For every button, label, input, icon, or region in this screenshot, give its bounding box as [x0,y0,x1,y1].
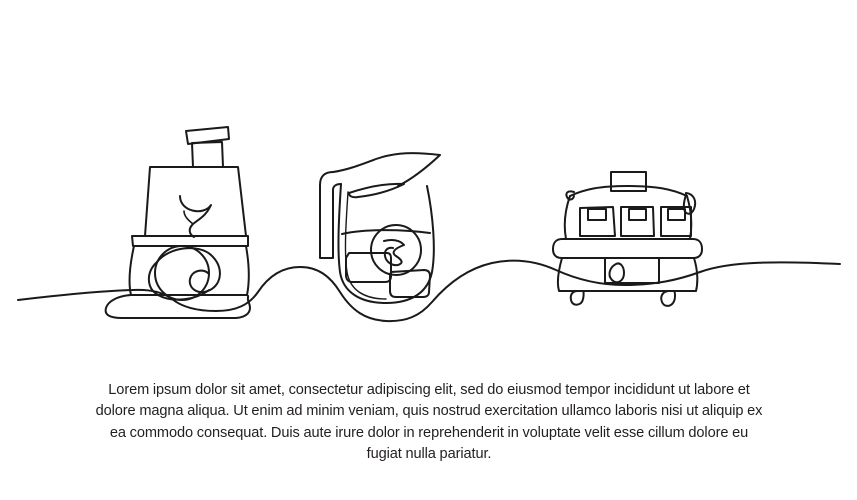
blender-dial-swirl [156,247,221,294]
blender-group [104,126,251,319]
toaster-foot-left [569,290,585,306]
toaster-left-curl [565,190,575,201]
pitcher-body [337,183,435,304]
pitcher-spout-lip [348,182,405,199]
blender-foot [104,294,251,319]
toaster-foot-right [660,290,676,307]
toaster-top-shell [569,185,688,197]
toaster-slot-left-inner [587,208,607,221]
pitcher-lemon-zigzag [383,239,405,267]
blender-dial-leaf [147,261,210,301]
blender-lid-knob [191,141,224,168]
toaster-slot-left [579,206,616,237]
toaster-lower-body [557,257,699,292]
blender-blade-icon [179,195,212,238]
toaster-handle-loop [608,262,625,284]
caption-text: Lorem ipsum dolor sit amet, consectetur … [95,381,763,463]
toaster-slot-center-inner [628,208,647,221]
toaster-slot-right-inner [667,208,686,221]
blender-lid-cap [185,126,230,145]
toaster-right-curl [682,192,697,215]
toaster-slot-right [660,206,692,237]
pitcher-ice-cube-left [345,252,392,283]
toaster-drawer [604,257,660,284]
toaster-slot-center [620,206,655,237]
toaster-group [552,171,703,307]
pitcher-water-line [341,229,431,235]
toaster-lever-band [552,238,703,259]
pitcher-group [319,152,441,304]
pitcher-ice-cube-right [389,269,431,298]
toaster-top-knob [610,171,647,192]
blender-base [128,245,250,296]
blender-jar [144,166,247,237]
blender-collar [131,235,249,247]
pitcher-spout-upper [332,152,441,187]
pitcher-lemon-slice [370,224,422,276]
blender-blade-stem [183,210,194,225]
pitcher-handle [319,171,342,259]
